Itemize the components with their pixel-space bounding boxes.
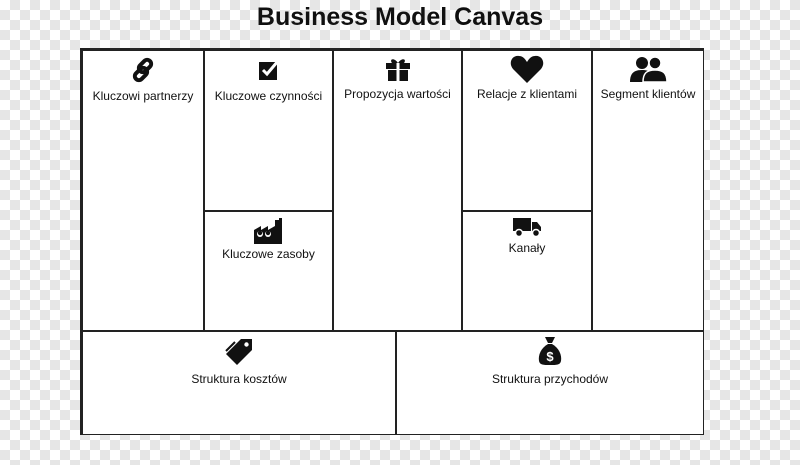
- key-partners-block: Kluczowi partnerzy: [82, 50, 204, 331]
- people-icon: [630, 56, 667, 83]
- customer-segments-label: Segment klientów: [600, 87, 696, 101]
- price-tag-icon: [225, 339, 252, 365]
- key-resources-label: Kluczowe zasoby: [222, 247, 315, 261]
- channels-label: Kanały: [508, 241, 546, 255]
- key-resources-block: Kluczowe zasoby: [204, 211, 333, 331]
- key-activities-block: Kluczowe czynności: [204, 50, 333, 211]
- page-title: Business Model Canvas: [256, 3, 544, 31]
- cost-structure-label: Struktura kosztów: [191, 372, 287, 386]
- checkbox-icon: [258, 60, 279, 80]
- key-activities-label: Kluczowe czynności: [214, 89, 323, 103]
- business-model-canvas: Kluczowi partnerzy Kluczowe czynności Kl…: [80, 48, 704, 435]
- svg-text:$: $: [546, 349, 554, 364]
- heart-icon: [510, 55, 544, 83]
- gift-icon: [385, 59, 410, 81]
- factory-icon: [253, 218, 282, 244]
- truck-icon: [513, 218, 541, 238]
- revenue-streams-block: $ Struktura przychodów: [396, 331, 704, 435]
- channels-block: Kanały: [462, 211, 592, 331]
- revenue-streams-label: Struktura przychodów: [491, 372, 609, 386]
- customer-relationships-block: Relacje z klientami: [462, 50, 592, 211]
- link-icon: [132, 57, 154, 83]
- money-bag-icon: $: [538, 337, 562, 365]
- customer-relationships-label: Relacje z klientami: [476, 87, 578, 101]
- cost-structure-block: Struktura kosztów: [82, 331, 396, 435]
- value-propositions-block: Propozycja wartości: [333, 50, 462, 331]
- value-propositions-label: Propozycja wartości: [344, 87, 451, 101]
- key-partners-label: Kluczowi partnerzy: [92, 89, 194, 103]
- customer-segments-block: Segment klientów: [592, 50, 704, 331]
